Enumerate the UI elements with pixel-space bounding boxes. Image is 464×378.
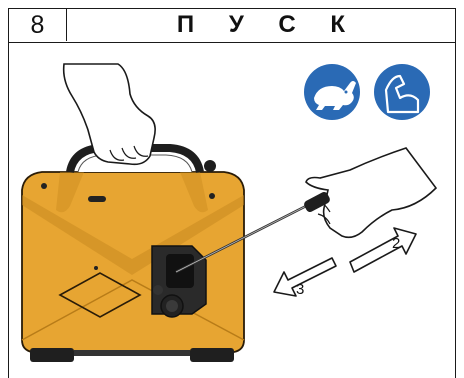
rabbit-speed-icon xyxy=(304,64,360,120)
arm-strength-icon xyxy=(374,64,430,120)
hand-right xyxy=(303,148,436,237)
arrow-2: 2 xyxy=(350,228,416,272)
hand-top xyxy=(64,64,155,164)
arrow-3-label: 3 xyxy=(296,281,304,298)
arrow-3: 3 xyxy=(274,258,336,298)
arrow-2-label: 2 xyxy=(392,235,400,252)
